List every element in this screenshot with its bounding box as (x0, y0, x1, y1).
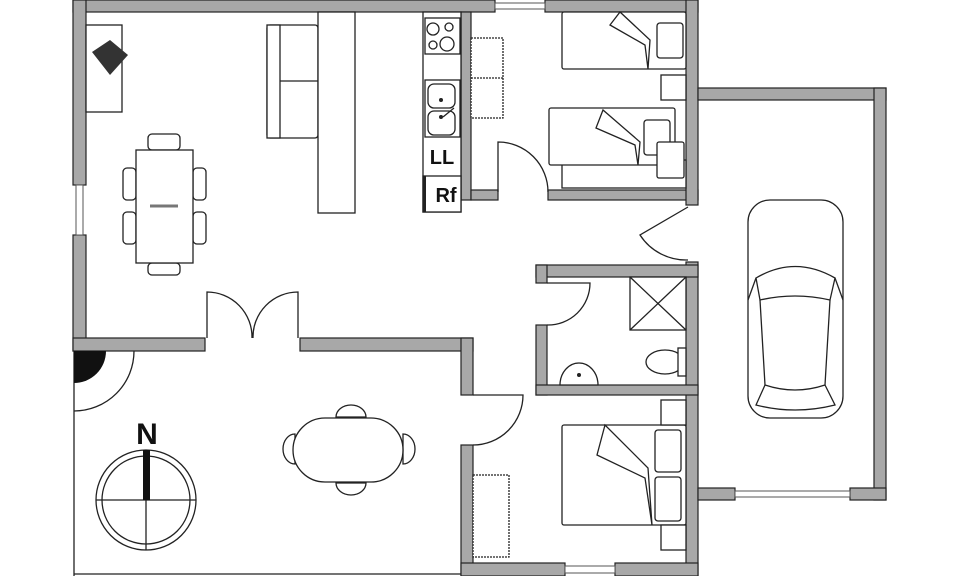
toilet-icon (645, 347, 687, 377)
window-lower-bedroom (564, 565, 616, 574)
window-living-left (75, 184, 84, 236)
north-label: N (136, 418, 158, 451)
doors (73, 141, 689, 446)
chair-desk (92, 40, 128, 75)
living-furniture (85, 11, 356, 276)
bed-1 (561, 11, 687, 101)
garage-door (734, 490, 851, 498)
window-top-bedroom (494, 2, 546, 10)
beds (472, 11, 687, 558)
car-icon (747, 199, 844, 419)
shower-icon (629, 276, 687, 331)
patio-table (282, 404, 416, 496)
laundry-label: LL (430, 147, 454, 169)
walls (72, 0, 887, 576)
sink-icon (424, 79, 461, 138)
bed-2 (548, 107, 687, 189)
stove-icon (424, 17, 461, 55)
bathroom (559, 276, 687, 386)
wardrobe-bottom (472, 474, 510, 558)
dining-table (122, 133, 207, 276)
kitchen: LL Rf (422, 11, 504, 213)
bed-3 (561, 399, 687, 551)
kitchen-island (317, 11, 356, 214)
basin-icon (559, 362, 599, 386)
desk (85, 24, 123, 113)
fridge-label: Rf (435, 185, 456, 207)
north-compass-icon: N (95, 418, 197, 551)
